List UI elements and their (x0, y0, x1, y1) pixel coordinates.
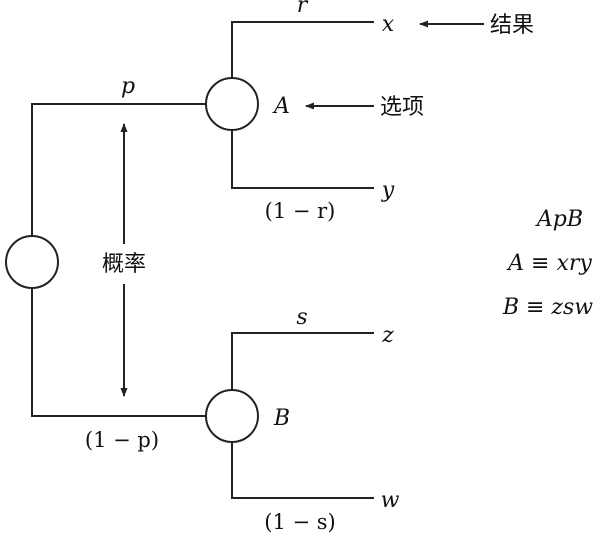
branch-a-to-x (231, 21, 374, 78)
label-one-minus-r: (1 − r) (265, 199, 336, 223)
branch-a-to-y (231, 130, 374, 189)
annotation-option: 选项 (380, 95, 424, 120)
label-s: s (296, 305, 307, 330)
label-option-b: B (273, 406, 290, 431)
formula-a-def: A ≡ xry (506, 251, 592, 276)
outcome-x: x (382, 12, 395, 37)
label-one-minus-p: (1 − p) (85, 428, 159, 452)
node-b (205, 389, 259, 443)
label-p: p (121, 74, 135, 99)
label-option-a: A (272, 94, 290, 119)
root-node (5, 235, 59, 289)
outcome-y: y (381, 178, 395, 203)
outcome-z: z (381, 323, 394, 348)
branch-b-to-w (231, 442, 374, 499)
branch-b-to-z (231, 332, 374, 390)
annotation-result: 结果 (490, 13, 534, 38)
outcome-w: w (381, 488, 400, 513)
annotation-probability: 概率 (102, 252, 146, 277)
formula-apb: ApB (535, 207, 583, 232)
branch-to-b (31, 262, 206, 417)
node-a (205, 77, 259, 131)
label-one-minus-s: (1 − s) (264, 510, 335, 534)
branch-to-a (31, 103, 206, 262)
label-r: r (297, 0, 309, 18)
formula-b-def: B ≡ zsw (502, 295, 593, 320)
